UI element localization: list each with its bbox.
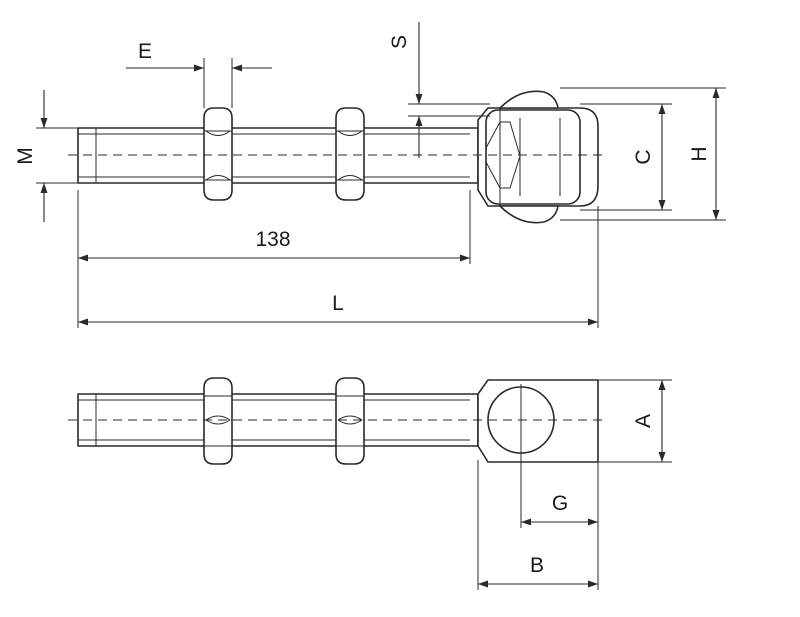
- label-b: B: [530, 554, 544, 577]
- label-l: L: [332, 292, 344, 315]
- label-h: H: [688, 146, 711, 161]
- plan-view: A G B: [68, 377, 672, 590]
- label-m: M: [14, 147, 37, 165]
- dimension-e: E: [126, 40, 272, 72]
- dimension-l: L: [78, 292, 598, 326]
- hex-nut-1: [203, 107, 233, 201]
- dimension-c: C: [632, 104, 666, 210]
- dimension-b: B: [478, 554, 598, 588]
- dimension-138: 138: [78, 228, 470, 262]
- hex-nut-2-plan: [335, 377, 365, 465]
- dimension-g: G: [521, 492, 598, 526]
- label-e: E: [138, 40, 152, 63]
- dimension-a: A: [632, 380, 666, 462]
- dimension-s: S: [388, 22, 423, 158]
- side-view: E S M C H 138: [14, 22, 726, 328]
- hex-nut-2: [335, 107, 365, 201]
- dimension-h: H: [688, 88, 720, 220]
- label-a: A: [632, 414, 655, 428]
- hinge-eye-head: [477, 90, 599, 224]
- dimension-m: M: [14, 90, 48, 222]
- label-138: 138: [255, 228, 290, 251]
- label-s: S: [388, 35, 411, 49]
- label-g: G: [552, 492, 568, 515]
- label-c: C: [632, 149, 655, 164]
- hex-nut-1-plan: [203, 377, 233, 465]
- eye-plate-plan: [477, 379, 599, 463]
